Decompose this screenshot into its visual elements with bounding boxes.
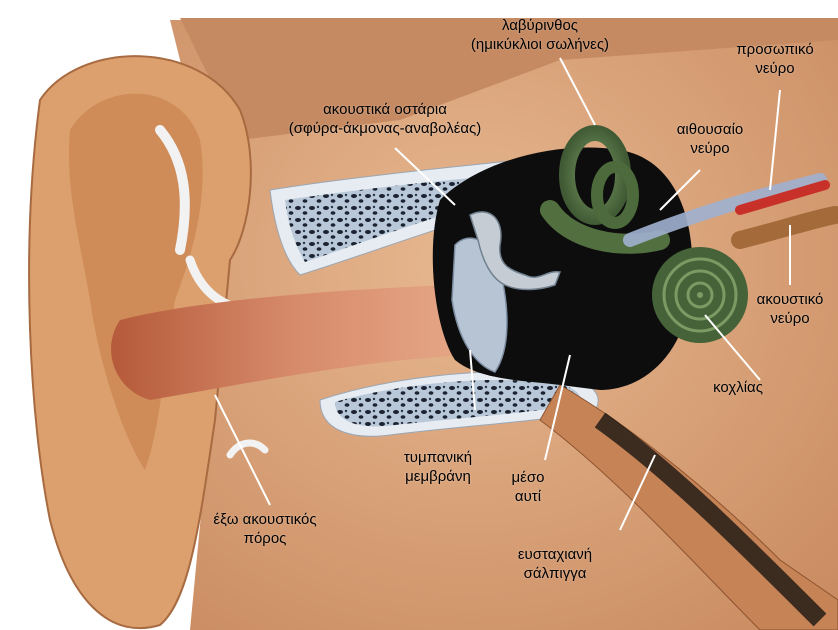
label-tympanic-membrane: τυμπανική μεμβράνη	[404, 448, 472, 486]
label-middle-ear: μέσο αυτί	[512, 468, 545, 506]
label-vestibular-nerve: αιθουσαίο νεύρο	[677, 120, 744, 158]
label-cochlea: κοχλίας	[713, 378, 763, 397]
cochlea-shape	[652, 247, 748, 343]
label-ear-canal: έξω ακουστικός πόρος	[213, 510, 316, 548]
label-facial-nerve: προσωπικό νεύρο	[736, 40, 813, 78]
label-ossicles: ακουστικά οστάρια (σφύρα-άκμονας-αναβολέ…	[289, 100, 482, 138]
label-eustachian-tube: ευσταχιανή σάλπιγγα	[518, 545, 592, 583]
label-labyrinth: λαβύρινθος (ημικύκλιοι σωλήνες)	[471, 16, 609, 54]
label-acoustic-nerve: ακουστικό νεύρο	[757, 290, 824, 328]
